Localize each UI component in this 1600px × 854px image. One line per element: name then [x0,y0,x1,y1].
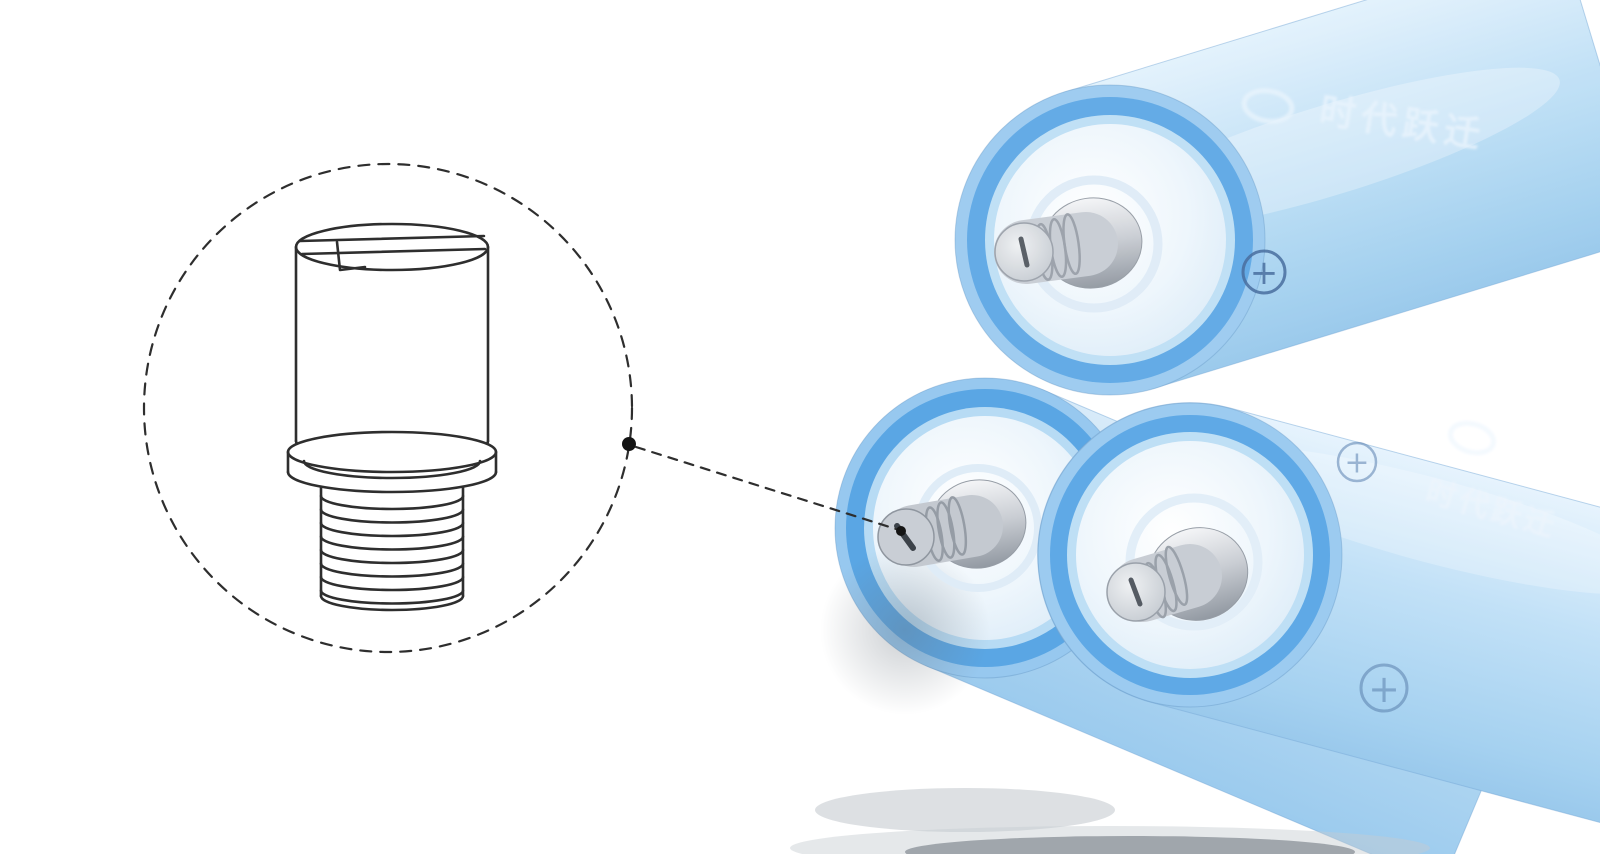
sketch-flange-bottom [286,470,498,494]
sketch-cap-top [294,222,490,272]
plus-glyph: + [1344,446,1369,481]
thread-line [319,575,465,592]
terminal-sketch [286,222,498,612]
thread-line [319,535,465,551]
plus-circle-icon-middle: + [1336,441,1378,483]
sketch-slot-notch [335,240,367,272]
plus-circle-icon-top: + [1241,249,1287,295]
terminal-slot [1018,236,1030,268]
brand-logo-icon [1448,420,1496,456]
brand-logo-icon [1241,88,1295,124]
plus-glyph: + [1250,253,1279,293]
floor-shadow-left [815,788,1115,832]
thread-line [319,589,465,605]
sketch-flange-top [286,430,498,474]
leader-dot-start [622,437,636,451]
battery-bottom-left-terminal [877,479,1027,569]
sketch-flange-inner [302,459,482,480]
thread-line [319,508,465,524]
terminal-slot [1128,577,1143,607]
sketch-slot-line-2 [300,247,487,256]
stud-bottom [319,594,465,612]
thread-line [319,548,465,565]
battery-top [954,0,1600,396]
battery-bottom-right-terminal [1106,527,1249,622]
battery-top-terminal [994,197,1143,289]
plus-glyph: + [1368,667,1400,711]
callout-group [142,162,906,654]
floor-shadow-dark [905,836,1355,854]
leader-dot-end [896,526,906,536]
callout-dashed-circle [142,162,634,654]
leader-dashed-line [634,445,898,531]
thread-line [319,521,465,538]
thread-line [319,494,465,511]
thread-line [319,562,465,578]
face-shading [820,545,990,715]
battery-bottom-right [1037,402,1600,824]
sketch-threaded-stud [319,485,465,612]
plus-circle-icon-bottom: + [1359,663,1409,713]
sketch-slot-line-1 [298,234,486,243]
